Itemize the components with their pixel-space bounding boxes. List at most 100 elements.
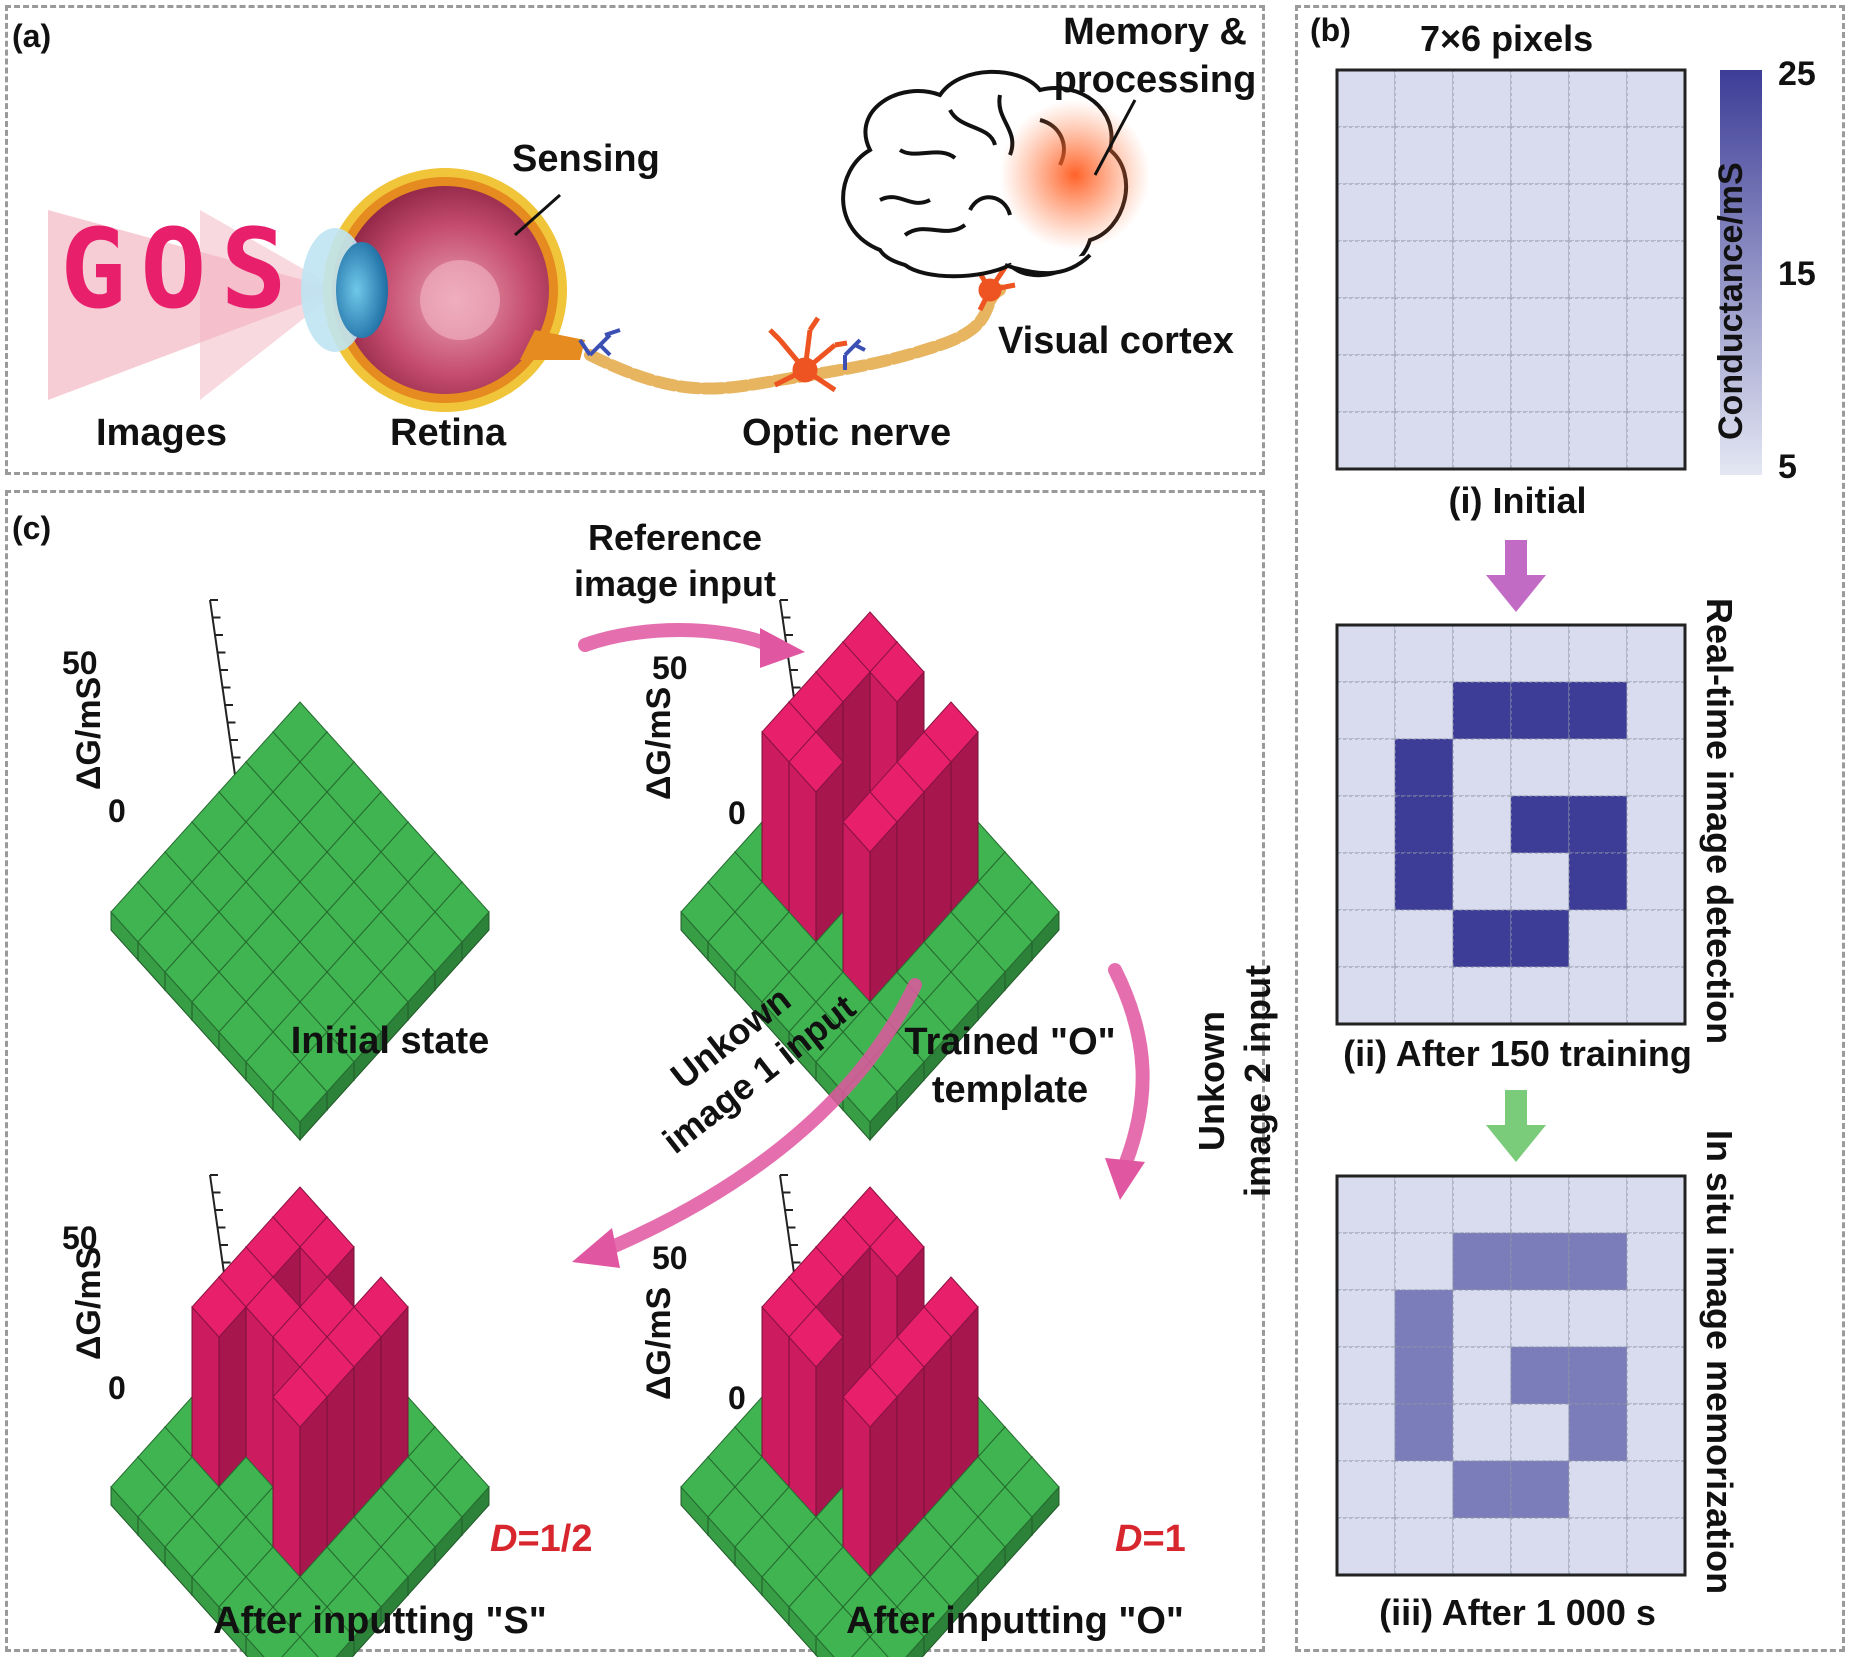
heatmap-cell <box>1626 681 1686 740</box>
label-sensing: Sensing <box>512 138 660 180</box>
colorbar-tick-25: 25 <box>1778 55 1816 93</box>
heatmap-cell <box>1626 624 1686 683</box>
heatmap-cell <box>1336 1232 1396 1291</box>
heatmap-cell <box>1510 183 1570 242</box>
heatmap-border <box>1335 623 1687 1026</box>
heatmap-cell <box>1510 1346 1570 1405</box>
ylabel-plot-1: ΔG/mS <box>640 686 678 800</box>
tick-50-plot-3: 50 <box>652 1240 688 1276</box>
floor-tile-top <box>815 1606 871 1657</box>
label-reference-line2: image input <box>573 563 776 604</box>
d-value-s-symbol: D <box>490 1518 518 1560</box>
heatmap-cell <box>1452 126 1512 185</box>
heatmap-cell <box>1394 297 1454 356</box>
heatmap-cell <box>1510 852 1570 911</box>
ylabel-plot-3: ΔG/mS <box>640 1286 678 1400</box>
arrow-unknown-2-head <box>1105 1158 1145 1200</box>
images-gos-text: GOS <box>60 205 301 333</box>
floor-tile-top <box>299 1606 355 1657</box>
d-value-o: D=1 <box>1115 1518 1186 1561</box>
tick-0-plot-0: 0 <box>108 793 126 829</box>
colorbar-tick-15: 15 <box>1778 255 1816 293</box>
heatmap-cell <box>1510 1403 1570 1462</box>
bar3d-after-o <box>680 1174 1060 1657</box>
caption-after-s: After inputting "S" <box>213 1600 547 1642</box>
heatmap-cell <box>1336 852 1396 911</box>
label-unknown-2-line2: image 2 input <box>1237 964 1278 1198</box>
heatmap-cell <box>1626 1175 1686 1234</box>
heatmap-border <box>1335 68 1687 471</box>
arrow-reference-head <box>760 628 805 668</box>
label-images: Images <box>96 412 227 454</box>
heatmap-cell <box>1336 1460 1396 1519</box>
caption-trained-o-line2: template <box>931 1069 1089 1111</box>
heatmap-cell <box>1336 240 1396 299</box>
heatmap-cell <box>1452 852 1512 911</box>
ylabel-plot-0: ΔG/mS <box>70 676 108 790</box>
heatmap-cell <box>1510 1289 1570 1348</box>
memory-glow <box>1000 100 1150 250</box>
arrow-unknown-1 <box>603 978 922 1255</box>
bar3d-initial-state <box>110 599 490 1142</box>
panel-b-frame <box>1295 5 1845 1652</box>
heatmap-cell <box>1568 1175 1628 1234</box>
tick-50-plot-2: 50 <box>62 1220 98 1256</box>
heatmap-cell <box>1394 354 1454 413</box>
sensing-leader <box>514 193 561 237</box>
label-memory-line1: Memory & <box>1063 11 1247 53</box>
tick-0-plot-2: 0 <box>108 1370 126 1406</box>
heatmap-cell <box>1510 1232 1570 1291</box>
heatmap-cell <box>1626 966 1686 1025</box>
bar3d-after-s <box>110 1174 490 1657</box>
heatmap-cell <box>1394 738 1454 797</box>
label-retina: Retina <box>390 412 507 454</box>
iris <box>336 242 388 338</box>
light-cone <box>48 210 340 400</box>
heatmap-cell <box>1336 183 1396 242</box>
floor-tile-top <box>245 1606 301 1657</box>
heatmap-cell <box>1452 1346 1512 1405</box>
neuron-left <box>578 328 621 357</box>
heatmap-cell <box>1452 966 1512 1025</box>
bar-top <box>191 1276 247 1338</box>
colorbar <box>1720 70 1762 475</box>
heatmap-cell <box>1510 1517 1570 1576</box>
heatmap-cell <box>1336 411 1396 470</box>
heatmap-cell <box>1336 69 1396 128</box>
floor-tile-top <box>281 1636 319 1657</box>
floor-tile-top <box>851 1636 889 1657</box>
heatmap-cell <box>1568 1460 1628 1519</box>
label-reference-input: Reference image input <box>545 515 805 607</box>
d-value-s-number: =1/2 <box>517 1518 593 1560</box>
floor-tile-top <box>869 1606 925 1657</box>
heatmap-cell <box>1626 354 1686 413</box>
optic-nerve-chain <box>584 284 1006 395</box>
heatmap-cell <box>1336 681 1396 740</box>
neuron-middle <box>768 316 848 393</box>
heatmap-cell <box>1452 1232 1512 1291</box>
tick-0-plot-3: 0 <box>728 1380 746 1416</box>
heatmap-cell <box>1394 411 1454 470</box>
heatmap-cell <box>1452 1517 1512 1576</box>
caption-initial-state: Initial state <box>290 1020 490 1062</box>
tick-50-plot-1: 50 <box>652 650 688 686</box>
bar-top <box>788 1306 844 1368</box>
arrow-down-green <box>1486 1090 1546 1162</box>
heatmap-cell <box>1452 411 1512 470</box>
heatmap-cell <box>1626 1346 1686 1405</box>
heatmap-after-1000s <box>1335 1174 1687 1577</box>
d-value-o-symbol: D <box>1115 1518 1143 1560</box>
heatmap-cell <box>1394 681 1454 740</box>
heatmap-cell <box>1452 354 1512 413</box>
tick-50-plot-0: 50 <box>62 645 98 681</box>
bar-top <box>788 731 844 793</box>
heatmap-cell <box>1626 297 1686 356</box>
heatmap-cell <box>1626 69 1686 128</box>
heatmap-cell <box>1336 1517 1396 1576</box>
heatmap-cell <box>1394 624 1454 683</box>
heatmap-cell <box>1568 795 1628 854</box>
ylabel-plot-2: ΔG/mS <box>70 1246 108 1360</box>
caption-after-o: After inputting "O" <box>846 1600 1184 1642</box>
arrow-unknown-1-head <box>572 1228 620 1268</box>
